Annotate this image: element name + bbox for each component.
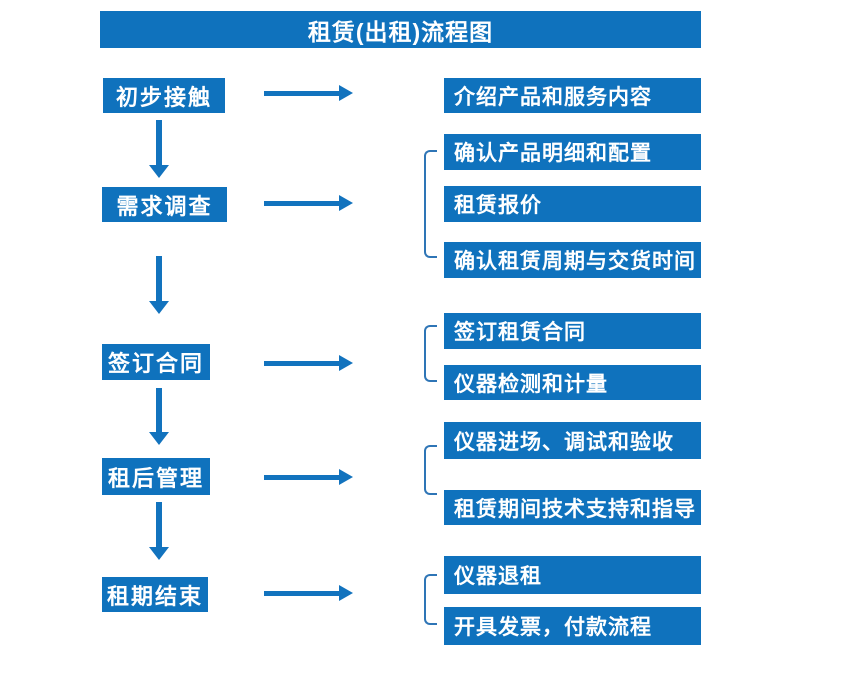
stage-box-post-rental: 租后管理 (102, 458, 210, 495)
stage-box-rental-end: 租期结束 (102, 577, 208, 612)
arrow-shaft (264, 200, 340, 206)
arrow-head-icon (149, 547, 169, 560)
stage-box-demand-survey: 需求调查 (102, 187, 227, 222)
stage-box-initial-contact: 初步接触 (103, 78, 225, 113)
output-box-confirm-details: 确认产品明细和配置 (444, 134, 701, 170)
arrow-shaft (264, 90, 340, 96)
arrow-head-icon (339, 195, 353, 211)
output-box-invoice-payment: 开具发票，付款流程 (444, 607, 701, 645)
arrow-head-icon (339, 469, 353, 485)
output-box-rental-quote: 租赁报价 (444, 186, 701, 222)
arrow-head-icon (339, 85, 353, 101)
arrow-right-sign-contract (264, 355, 353, 371)
arrow-shaft (264, 474, 340, 480)
group-bracket-rental-end (424, 574, 437, 625)
arrow-right-demand-survey (264, 195, 353, 211)
output-box-instrument-return: 仪器退租 (444, 556, 701, 594)
group-bracket-sign-contract (424, 325, 437, 382)
output-box-instrument-setup: 仪器进场、调试和验收 (444, 422, 701, 459)
arrow-shaft (156, 502, 162, 548)
stage-box-sign-contract: 签订合同 (102, 344, 210, 380)
arrow-head-icon (149, 165, 169, 178)
arrow-right-post-rental (264, 469, 353, 485)
arrow-shaft (156, 256, 162, 302)
arrow-shaft (264, 590, 340, 596)
arrow-down-3 (149, 388, 169, 445)
flowchart-title: 租赁(出租)流程图 (100, 11, 701, 48)
output-box-introduce-products: 介绍产品和服务内容 (444, 78, 701, 113)
output-box-confirm-period: 确认租赁周期与交货时间 (444, 242, 701, 278)
arrow-down-2 (149, 256, 169, 314)
output-box-tech-support: 租赁期间技术支持和指导 (444, 490, 701, 525)
arrow-right-rental-end (264, 585, 353, 601)
output-box-instrument-testing: 仪器检测和计量 (444, 365, 701, 400)
arrow-head-icon (149, 301, 169, 314)
arrow-head-icon (339, 355, 353, 371)
output-box-sign-rental-contract: 签订租赁合同 (444, 313, 701, 349)
arrow-down-1 (149, 120, 169, 178)
arrow-down-4 (149, 502, 169, 560)
arrow-shaft (264, 360, 340, 366)
arrow-right-initial-contact (264, 85, 353, 101)
arrow-head-icon (149, 432, 169, 445)
arrow-shaft (156, 120, 162, 166)
arrow-shaft (156, 388, 162, 433)
group-bracket-post-rental (424, 445, 437, 495)
group-bracket-demand-survey (424, 150, 437, 258)
arrow-head-icon (339, 585, 353, 601)
